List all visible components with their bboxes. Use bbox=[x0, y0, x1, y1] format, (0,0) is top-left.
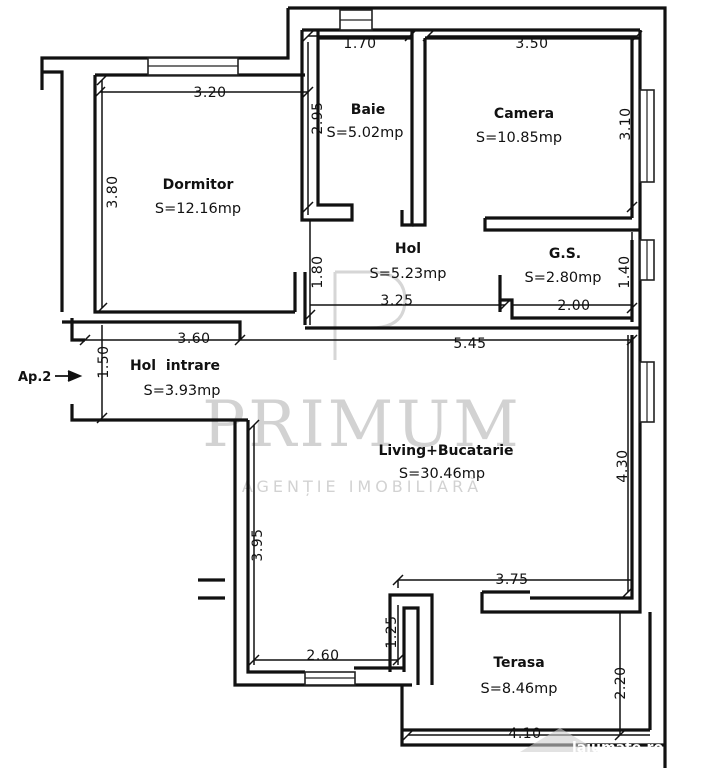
room-area-terasa: S=8.46mp bbox=[481, 681, 558, 697]
dim-2-95: 2.95 bbox=[310, 101, 326, 134]
room-area-baie: S=5.02mp bbox=[327, 125, 404, 141]
dim-3-95: 3.95 bbox=[250, 528, 266, 561]
watermark-tagline: AGENȚIE IMOBILIARĂ bbox=[242, 477, 482, 496]
corner-logo-icon bbox=[520, 728, 600, 752]
room-area-hol-intrare: S=3.93mp bbox=[144, 383, 221, 399]
entrance-arrow-icon bbox=[55, 370, 83, 382]
dim-1-50: 1.50 bbox=[96, 345, 112, 378]
room-area-camera: S=10.85mp bbox=[476, 130, 562, 146]
apartment-label: Ap.2 bbox=[18, 370, 51, 385]
dim-3-50: 3.50 bbox=[515, 36, 548, 52]
dim-5-45: 5.45 bbox=[453, 336, 486, 352]
corner-logo-text: lajumate.ro bbox=[572, 740, 663, 756]
dim-3-10: 3.10 bbox=[618, 107, 634, 140]
dim-3-20: 3.20 bbox=[193, 85, 226, 101]
dim-4-10: 4.10 bbox=[508, 726, 541, 742]
room-area-gs: S=2.80mp bbox=[525, 270, 602, 286]
room-labels: Dormitor S=12.16mp Baie S=5.02mp Camera … bbox=[130, 102, 602, 697]
dim-3-75: 3.75 bbox=[495, 572, 528, 588]
room-name-terasa: Terasa bbox=[493, 655, 544, 671]
room-name-living-bucatarie: Living+Bucatarie bbox=[378, 443, 513, 459]
room-name-baie: Baie bbox=[351, 102, 385, 118]
dimension-lines bbox=[79, 30, 650, 741]
room-name-camera: Camera bbox=[494, 106, 554, 122]
dimension-labels: 1.70 3.50 3.20 2.95 3.10 3.80 1.80 1.40 … bbox=[96, 36, 634, 742]
dim-2-20: 2.20 bbox=[613, 666, 629, 699]
dim-1-70: 1.70 bbox=[343, 36, 376, 52]
room-name-hol-intrare: Hol intrare bbox=[130, 358, 220, 374]
room-area-dormitor: S=12.16mp bbox=[155, 201, 241, 217]
dim-2-00: 2.00 bbox=[557, 298, 590, 314]
dim-3-80: 3.80 bbox=[105, 175, 121, 208]
dim-4-30: 4.30 bbox=[615, 449, 631, 482]
walls bbox=[40, 6, 667, 768]
room-name-dormitor: Dormitor bbox=[163, 177, 234, 193]
dim-3-60: 3.60 bbox=[177, 331, 210, 347]
room-area-hol: S=5.23mp bbox=[370, 266, 447, 282]
windows bbox=[147, 9, 655, 686]
watermark-logo-mark bbox=[333, 270, 407, 360]
corner-logo: lajumate.ro bbox=[520, 728, 663, 756]
room-area-living-bucatarie: S=30.46mp bbox=[399, 466, 485, 482]
room-name-hol: Hol bbox=[395, 241, 421, 257]
dim-3-25: 3.25 bbox=[380, 293, 413, 309]
apartment-marker: Ap.2 bbox=[18, 370, 83, 385]
dim-2-60: 2.60 bbox=[306, 648, 339, 664]
dim-1-25: 1.25 bbox=[384, 615, 400, 648]
dim-1-40: 1.40 bbox=[617, 255, 633, 288]
room-name-gs: G.S. bbox=[549, 246, 581, 262]
dim-1-80: 1.80 bbox=[310, 255, 326, 288]
